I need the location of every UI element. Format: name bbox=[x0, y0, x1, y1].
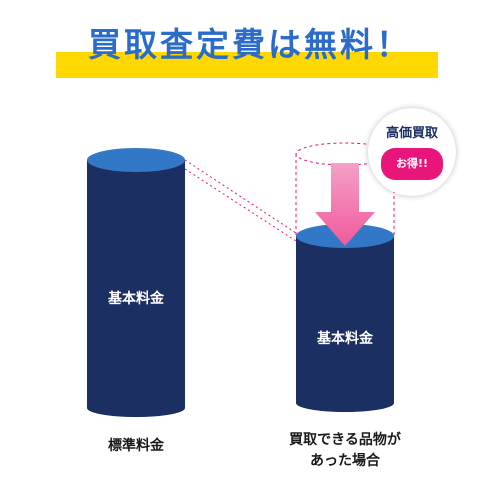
standard-caption: 標準料金 bbox=[108, 438, 164, 454]
purchase-caption: 買取できる品物が あった場合 bbox=[265, 430, 425, 472]
callout-title: 高価買取 bbox=[385, 126, 438, 141]
bonus-badge: お得!! bbox=[381, 148, 443, 180]
down-arrow-icon bbox=[315, 163, 375, 246]
purchase-caption-line1: 買取できる品物が bbox=[289, 432, 401, 448]
connector-line-bottom bbox=[184, 168, 297, 242]
purchase-cylinder-label: 基本料金 bbox=[317, 331, 373, 347]
high-price-callout: 高価買取 お得!! bbox=[368, 108, 456, 196]
title-highlight bbox=[56, 52, 438, 78]
standard-cylinder-label: 基本料金 bbox=[108, 291, 164, 307]
purchase-caption-line2: あった場合 bbox=[310, 453, 380, 469]
page-title: 買取査定費は無料！ bbox=[88, 25, 412, 64]
title-banner: 買取査定費は無料！ bbox=[0, 0, 500, 90]
standard-cylinder bbox=[87, 148, 185, 417]
connector-line-top bbox=[184, 159, 297, 234]
purchase-cylinder bbox=[296, 224, 394, 412]
